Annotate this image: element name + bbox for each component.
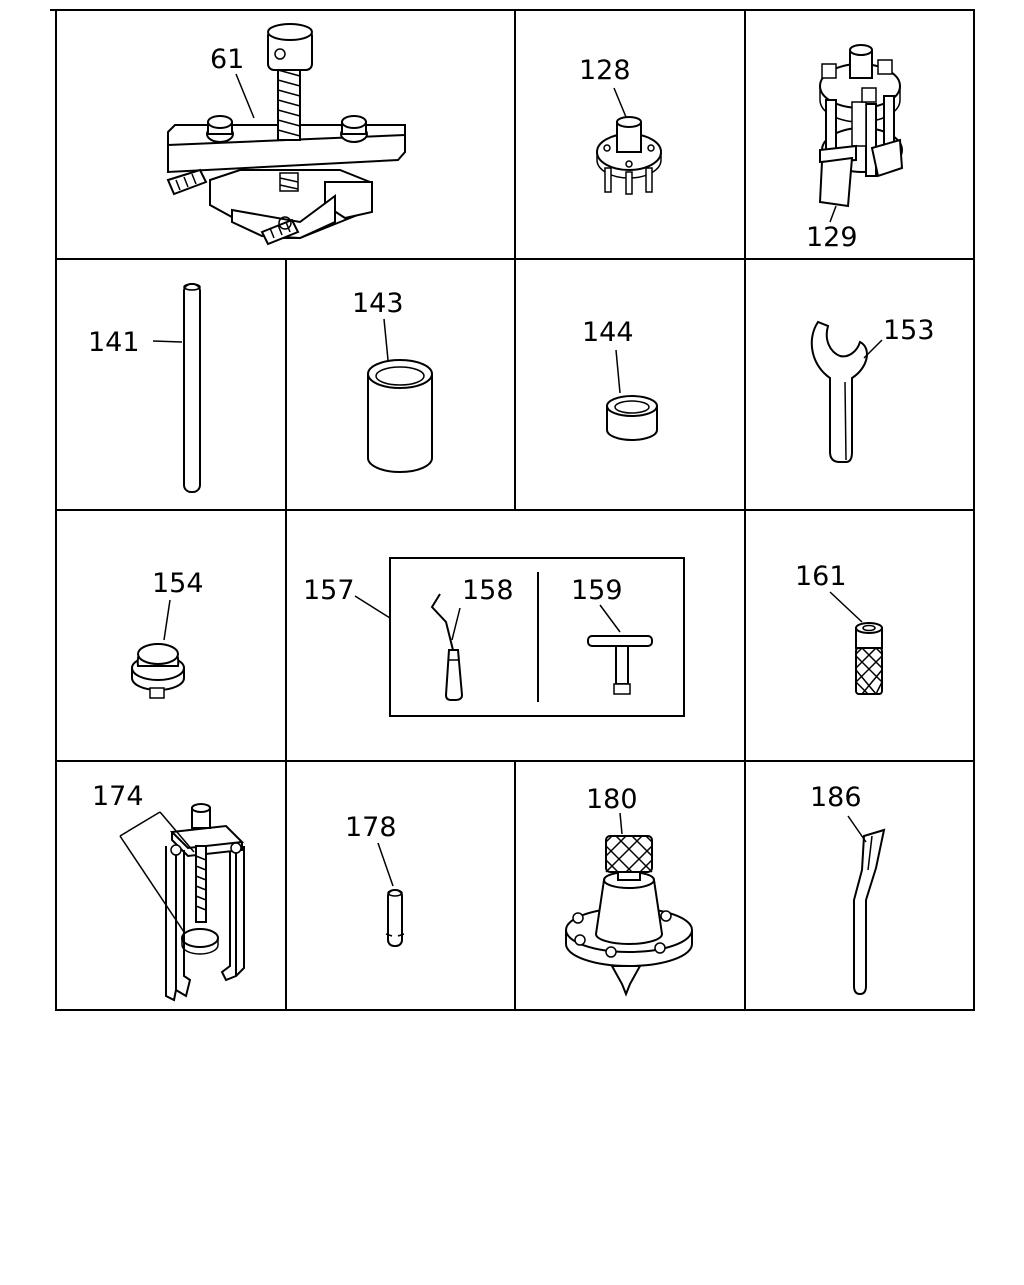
part-label-143: 143 xyxy=(352,288,404,319)
part-label-174: 174 xyxy=(92,781,144,812)
part-label-161: 161 xyxy=(795,561,847,592)
part-label-153: 153 xyxy=(883,315,935,346)
diagram-grid xyxy=(50,9,975,1011)
part-label-178: 178 xyxy=(345,812,397,843)
part-label-158: 158 xyxy=(462,575,514,606)
part-label-141: 141 xyxy=(88,327,140,358)
part-159-t-handle: 159 xyxy=(571,575,653,695)
part-141-rod: 141 xyxy=(88,283,201,493)
part-157-kit: 157 158 159 xyxy=(303,557,685,717)
part-label-180: 180 xyxy=(586,784,638,815)
part-128-flange-tool: 128 xyxy=(579,55,662,195)
part-label-61: 61 xyxy=(210,44,244,75)
part-144-collar: 144 xyxy=(582,317,658,441)
part-label-129: 129 xyxy=(806,222,858,253)
part-label-154: 154 xyxy=(152,568,204,599)
part-label-128: 128 xyxy=(579,55,631,86)
part-61-puller: 61 xyxy=(166,23,406,246)
part-154-cap: 154 xyxy=(131,568,204,699)
part-174-two-jaw-puller: 174 xyxy=(92,781,245,1002)
part-153-wrench: 153 xyxy=(810,315,935,463)
part-label-144: 144 xyxy=(582,317,634,348)
part-158-hook-tool: 158 xyxy=(430,575,514,701)
part-178-pin: 178 xyxy=(345,812,405,947)
part-label-157: 157 xyxy=(303,575,355,606)
part-label-186: 186 xyxy=(810,782,862,813)
part-180-flange-base: 180 xyxy=(565,784,693,997)
part-143-sleeve: 143 xyxy=(352,288,433,473)
part-161-knurled-pin: 161 xyxy=(795,561,883,695)
part-label-159: 159 xyxy=(571,575,623,606)
part-186-chisel: 186 xyxy=(810,782,886,996)
part-129-three-jaw-puller: 129 xyxy=(806,44,904,253)
